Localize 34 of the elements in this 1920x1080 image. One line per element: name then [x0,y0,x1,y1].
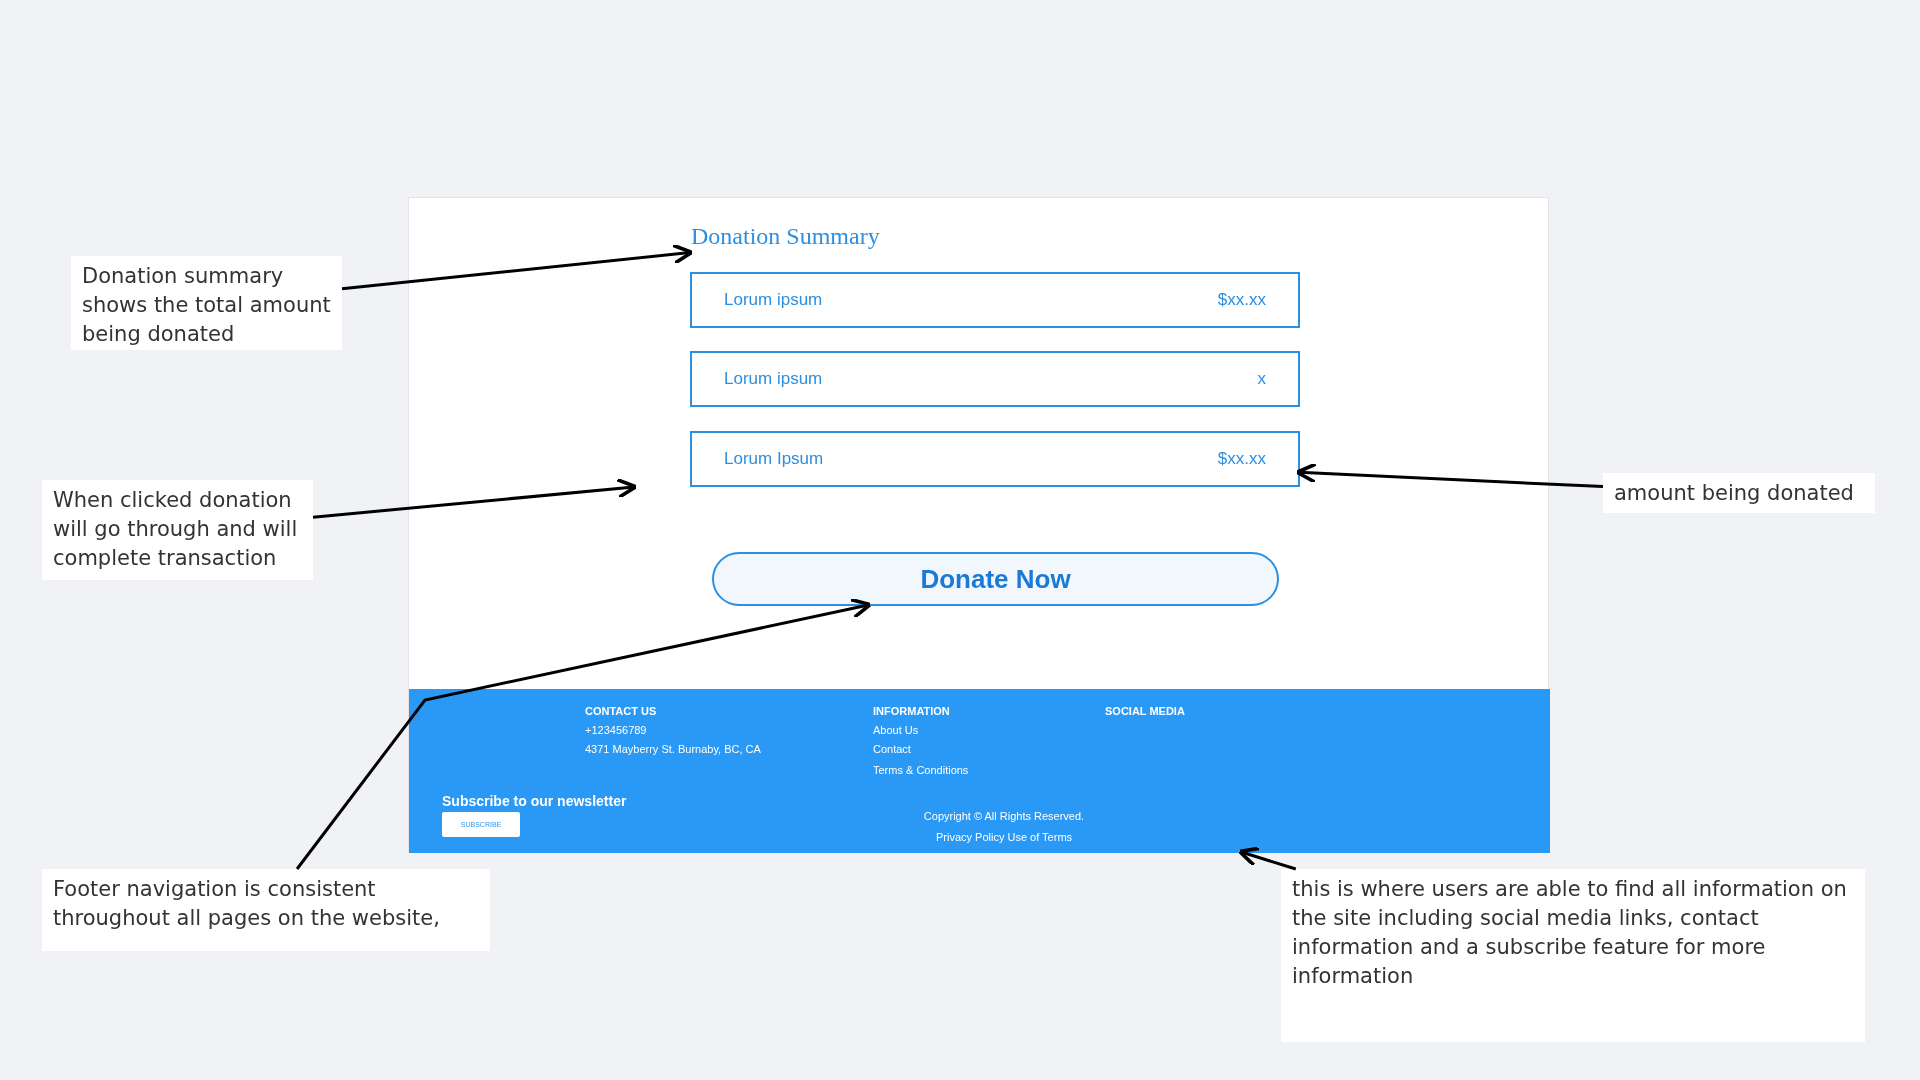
arrow [1295,462,1604,489]
summary-row [690,351,1300,407]
arrow [1237,846,1297,871]
section-heading: Donation Summary [691,223,951,257]
summary-row [690,272,1300,328]
amount-text: $xx.xx [1217,449,1266,469]
screen-panel [408,197,1549,852]
footer-link: About Us [873,724,919,736]
amount-text: $xx.xx [1217,290,1266,310]
annotation-note: When clicked donation will go through and will complete transaction [42,480,313,580]
footer-link: Terms & Conditions [873,764,969,776]
copyright-text: Copyright © All Rights Reserved. [922,810,1086,822]
annotation-note: this is where users are able to find all information on the site including social media links, contact information and a subscribe feature for more information [1281,869,1865,1042]
contact-text: 4371 Mayberry St. Burnaby, BC, CA [585,743,761,755]
arrow [341,243,694,291]
annotation-note: amount being donated [1603,473,1875,513]
summary-row [690,431,1300,487]
contact-text: +123456789 [585,724,647,736]
arrow [295,597,872,870]
item-text: Lorum ipsum [724,369,823,389]
footer-link: Privacy Policy Use of Terms [934,831,1074,843]
footer-bar [409,689,1550,853]
annotation-note: Footer navigation is consistent throughout all pages on the website, [42,869,490,951]
item-text: Lorum Ipsum [724,449,824,469]
footer-heading: INFORMATION [873,705,950,717]
item-text: Lorum ipsum [724,290,823,310]
arrow [312,477,638,519]
donate-button: Donate Now [712,552,1279,606]
newsletter-heading: Subscribe to our newsletter [442,793,627,809]
annotation-note: Donation summary shows the total amount being donated [71,256,342,350]
footer-heading: SOCIAL MEDIA [1105,705,1185,717]
footer-link: Contact [873,743,911,755]
footer-heading: CONTACT US [585,705,657,717]
amount-text: x [1257,369,1266,389]
